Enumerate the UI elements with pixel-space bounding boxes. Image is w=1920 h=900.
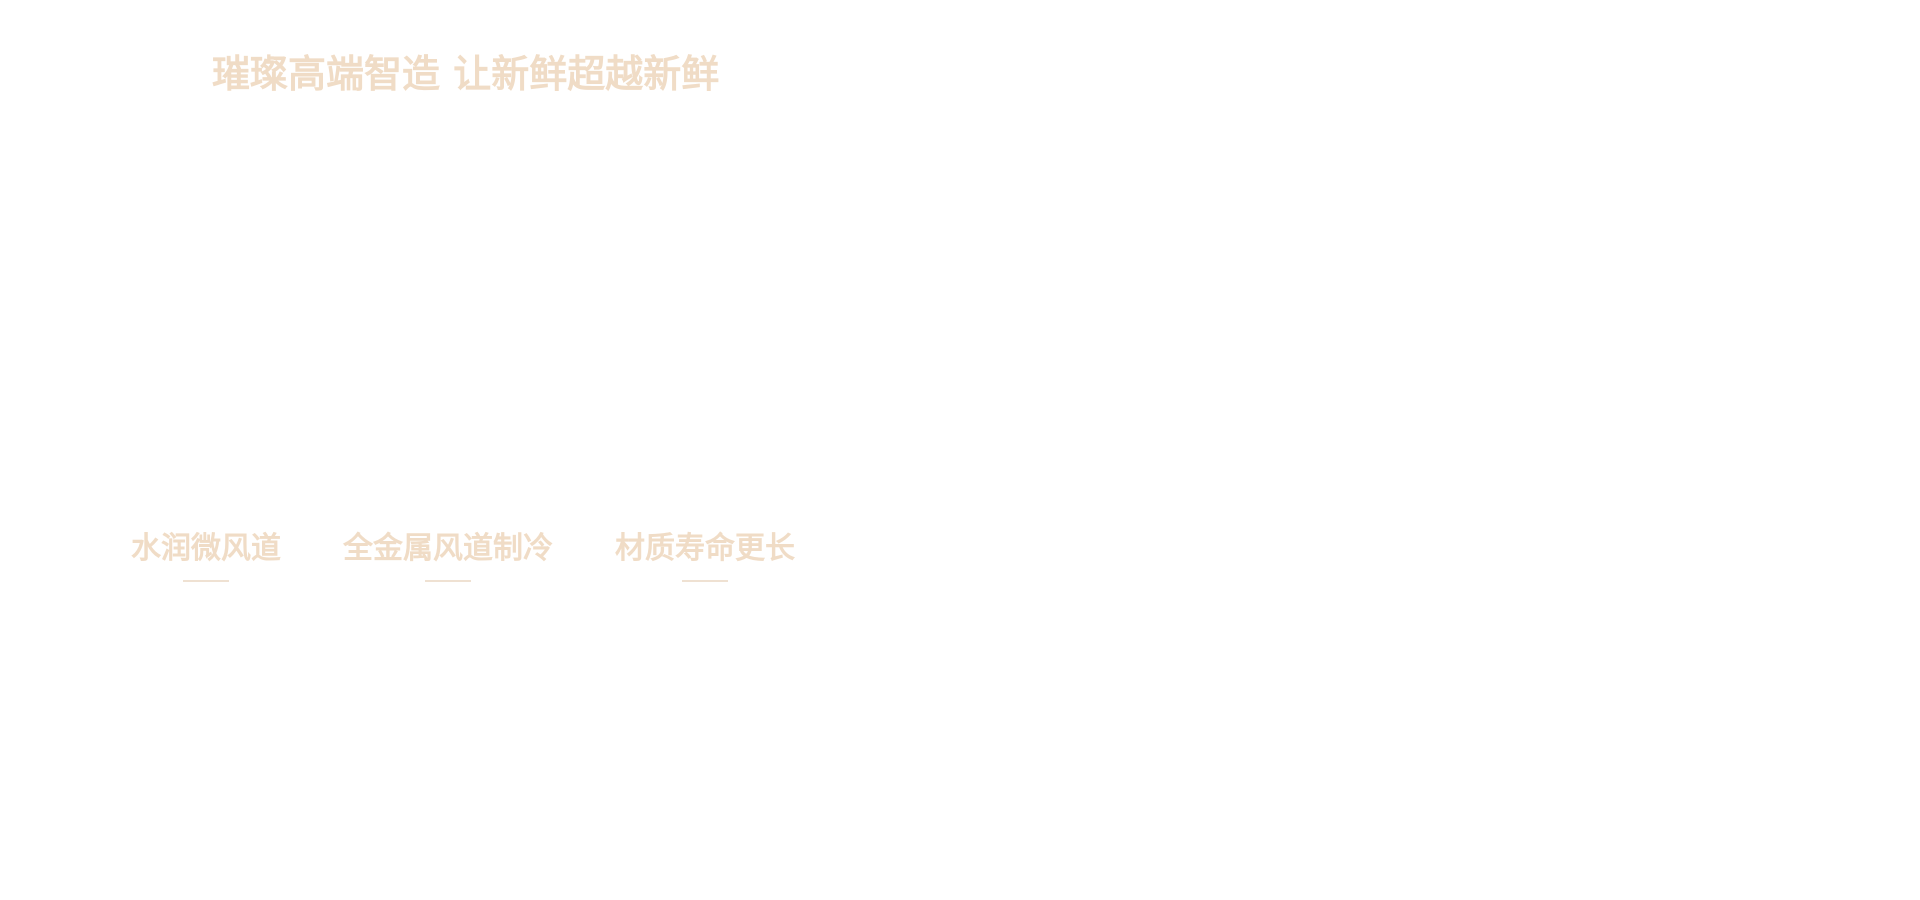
feature-tab-water-airflow[interactable]: 水润微风道 (131, 528, 281, 582)
feature-tab-label: 水润微风道 (131, 531, 281, 566)
feature-tab-material-life[interactable]: 材质寿命更长 (614, 528, 796, 582)
feature-tab-label: 全金属风道制冷 (343, 531, 553, 566)
feature-tab-metal-airduct[interactable]: 全金属风道制冷 (343, 528, 553, 582)
feature-tab-label: 材质寿命更长 (615, 531, 795, 566)
feature-tab-underline (425, 580, 471, 582)
hero-headline: 璀璨高端智造 让新鲜超越新鲜 (212, 52, 720, 96)
feature-tabs: 水润微风道 全金属风道制冷 材质寿命更长 (0, 528, 900, 598)
feature-tab-underline (682, 580, 728, 582)
feature-tab-underline (183, 580, 229, 582)
